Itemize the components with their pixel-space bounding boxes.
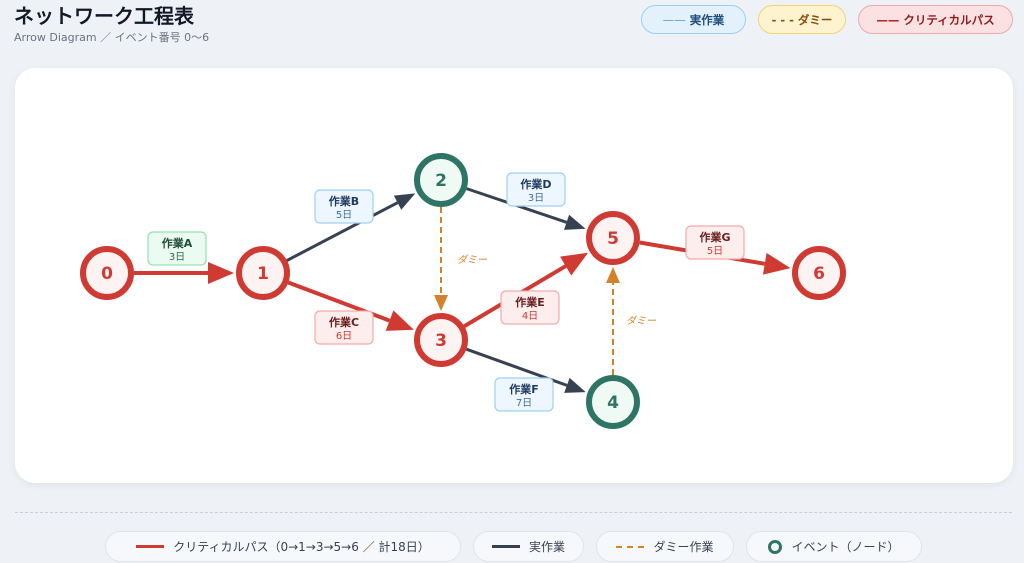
legend-critical: クリティカルパス（0→1→3→5→6 ／ 計18日） [105,531,461,562]
task-label: 作業F 7日 [494,377,554,412]
arrowhead-icon [564,214,586,230]
page-subtitle: Arrow Diagram ／ イベント番号 0〜6 [14,31,210,44]
task-name: 作業A [162,236,193,250]
edge-2-5: 作業D 3日 [466,172,586,230]
page-title: ネットワーク工程表 [14,4,194,28]
edge-2-3: ダミー [434,207,488,311]
task-name: 作業D [520,177,551,191]
event-circle-icon [768,539,783,554]
event-number: 6 [813,264,825,284]
arrowhead-icon [385,310,414,331]
task-label: 作業E 4日 [500,290,560,325]
arrowhead-icon [564,377,586,393]
event-node-5[interactable]: 5 [586,211,640,265]
divider [15,512,1012,513]
event-node-3[interactable]: 3 [414,313,468,367]
edge-0-1: 作業A 3日 [134,231,234,284]
task-label: 作業D 3日 [506,172,566,207]
edge-5-6: 作業G 5日 [639,225,791,275]
event-number: 3 [435,331,447,351]
task-duration: 5日 [707,246,723,257]
task-duration: 3日 [528,193,544,204]
arrowhead-icon [208,262,234,284]
event-node-4[interactable]: 4 [586,375,640,429]
edge-3-4: 作業F 7日 [465,347,586,412]
legend-pill-critical: ——クリティカルパス [858,5,1013,34]
arrowhead-icon [393,193,416,210]
legend-event: イベント（ノード） [746,531,922,562]
task-label: 作業A 3日 [147,231,207,266]
dummy-label: ダミー [457,254,488,266]
task-duration: 6日 [336,331,352,342]
arrowhead-icon [762,252,791,275]
task-duration: 5日 [336,210,352,221]
edge-1-2: 作業B 5日 [286,189,416,262]
event-node-1[interactable]: 1 [236,246,290,300]
diagram-card [15,68,1013,483]
event-number: 2 [435,171,447,191]
event-node-0[interactable]: 0 [80,246,134,300]
legend-dummy: ダミー作業 [596,531,734,562]
dummy-line-icon [616,545,645,548]
event-number: 4 [607,393,619,413]
task-name: 作業F [509,382,539,396]
dummy-label: ダミー [626,315,657,327]
task-label: 作業G 5日 [685,225,745,260]
edge-line [286,201,399,262]
event-number: 0 [101,264,113,284]
edge-3-5: 作業E 4日 [463,252,589,328]
edge-4-5: ダミー [606,267,657,375]
arrowhead-icon [560,252,589,276]
task-name: 作業C [329,315,359,329]
task-name: 作業B [329,194,359,208]
edge-1-3: 作業C 6日 [287,280,414,345]
event-number: 1 [257,264,269,284]
event-node-6[interactable]: 6 [792,246,846,300]
task-duration: 3日 [169,252,185,263]
arrowhead-icon [606,267,620,283]
arrowhead-icon [434,295,448,311]
event-node-2[interactable]: 2 [414,153,468,207]
task-duration: 7日 [516,398,532,409]
legend-pill-real: ——実作業 [641,5,746,34]
critical-line-icon [136,545,165,548]
event-number: 5 [607,229,619,249]
legend-real: 実作業 [473,531,584,562]
task-label: 作業B 5日 [314,189,374,224]
task-name: 作業G [699,230,730,244]
task-label: 作業C 6日 [314,310,374,345]
legend-pill-dummy: - - -ダミー [758,5,846,34]
task-duration: 4日 [522,311,538,322]
task-name: 作業E [515,295,545,309]
real-line-icon [491,545,520,548]
